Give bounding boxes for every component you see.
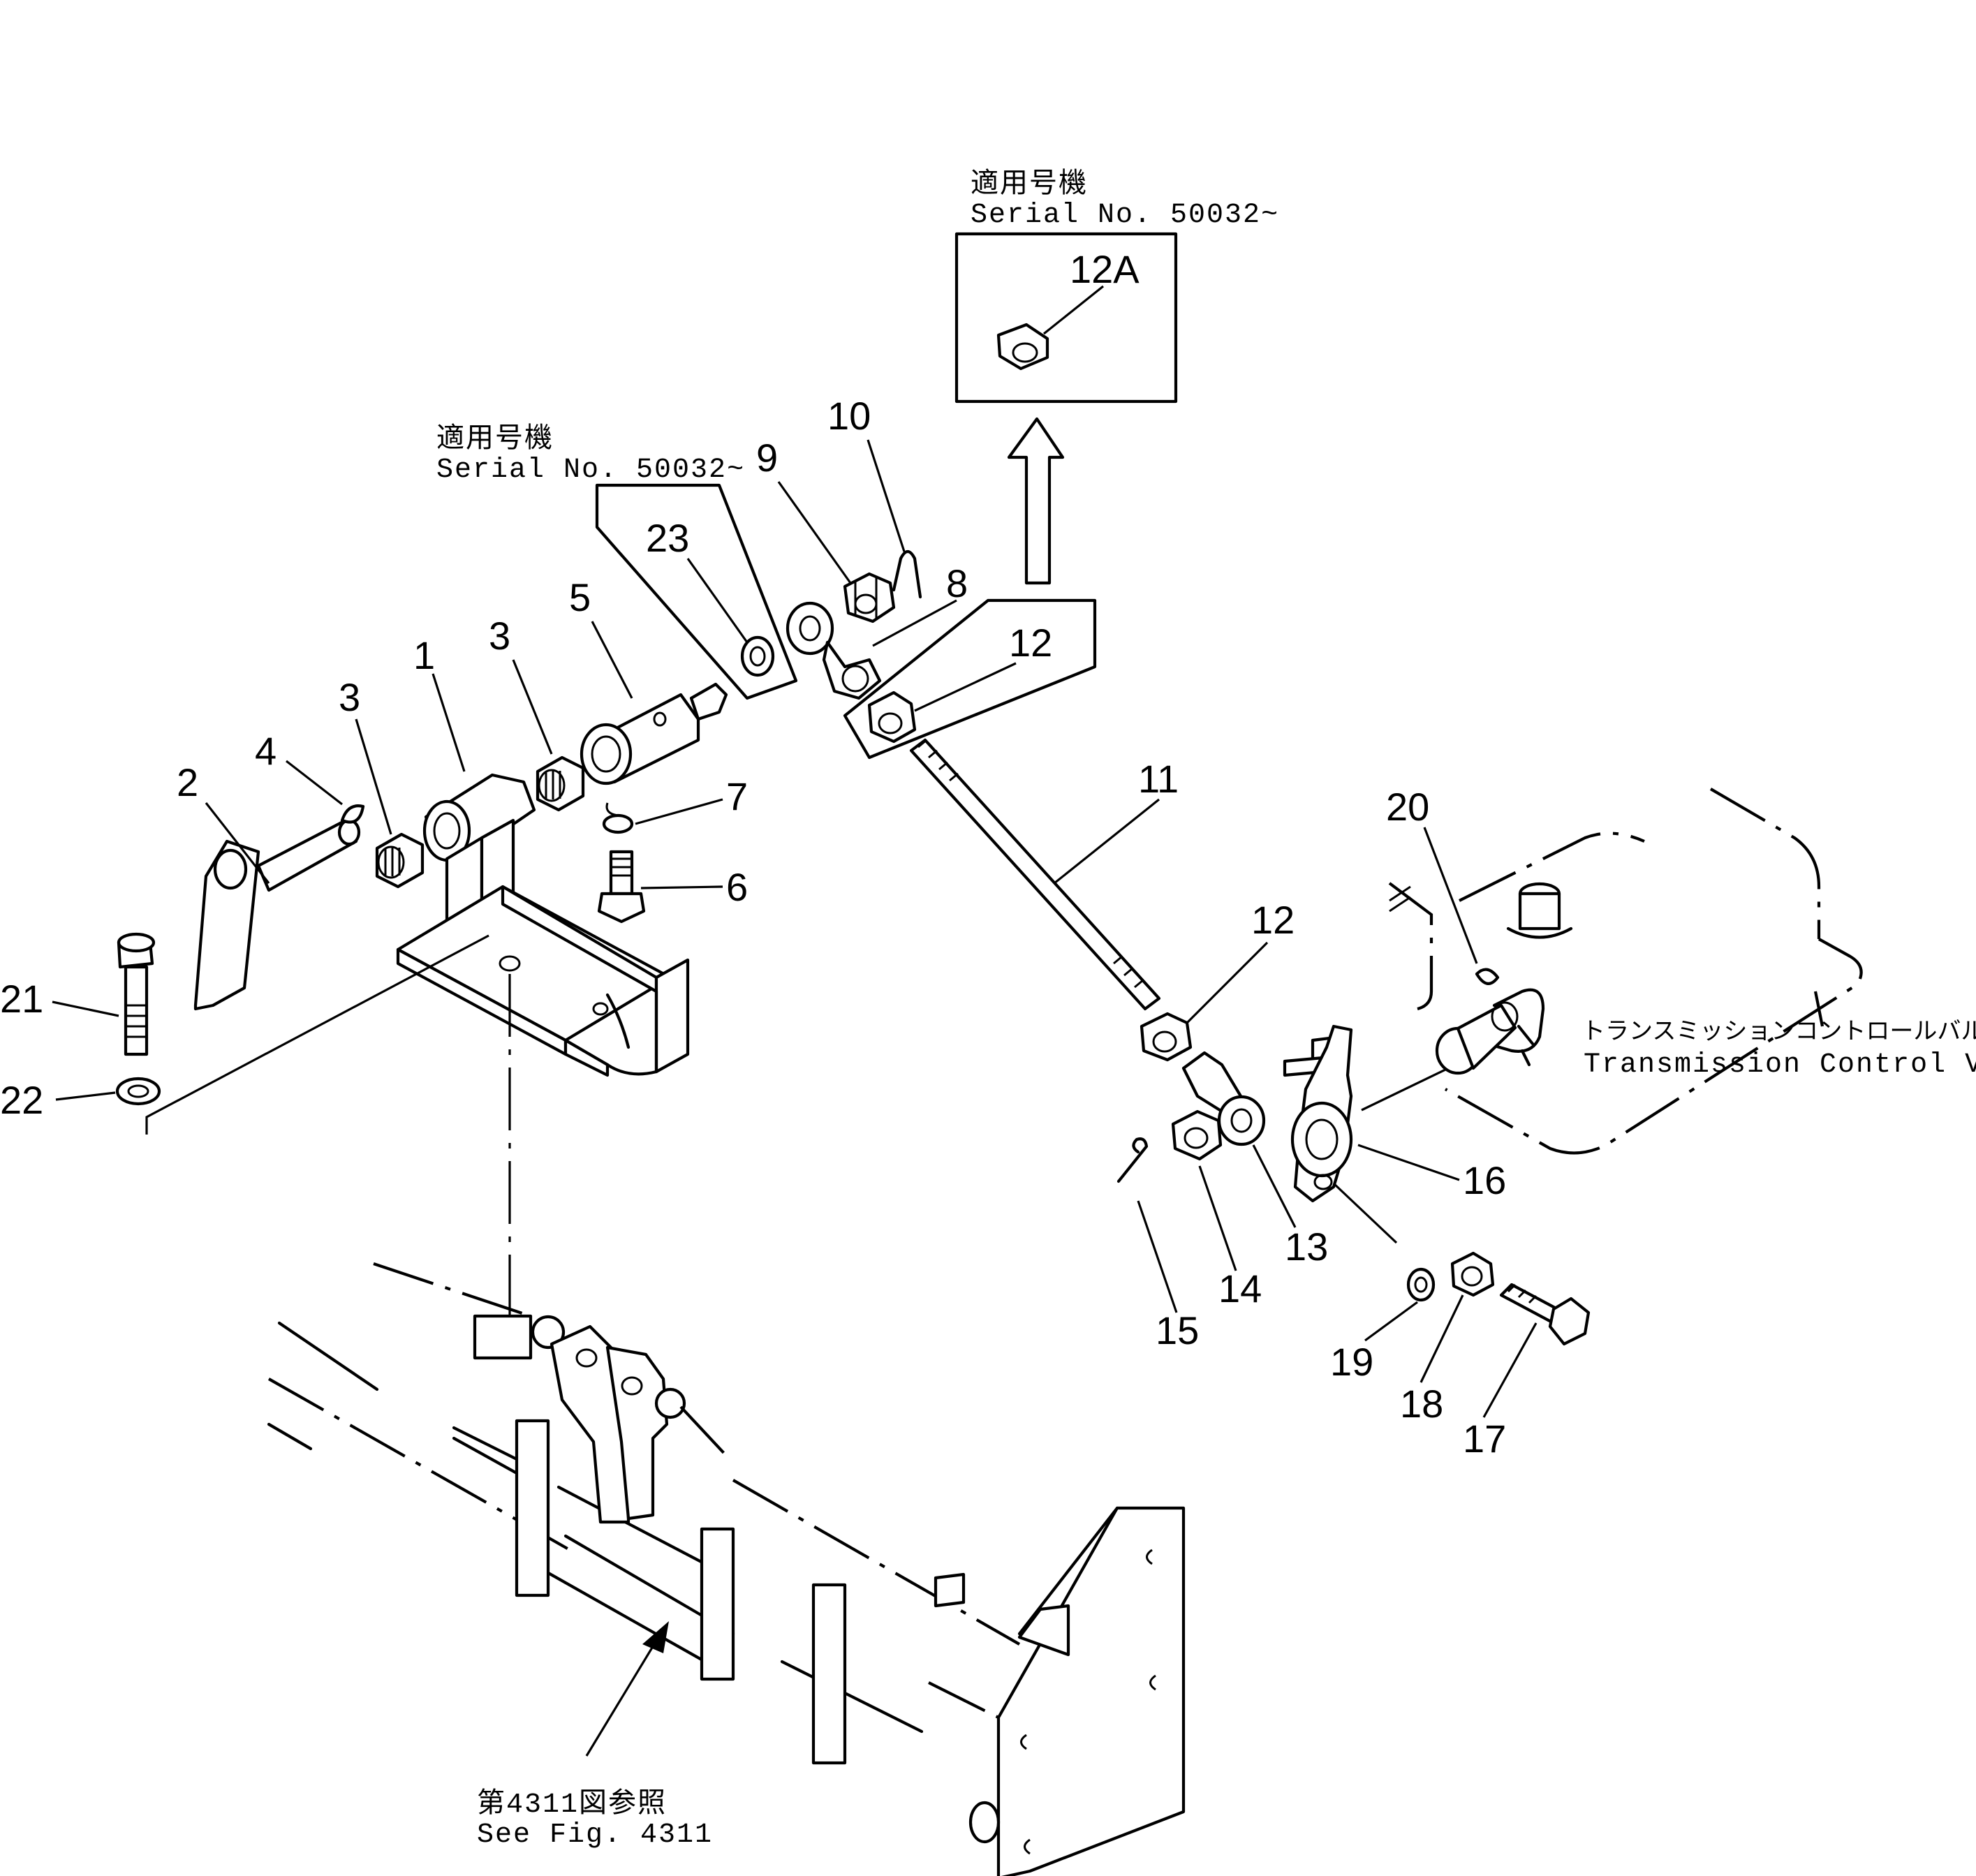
callout-18: 18 — [1400, 1382, 1443, 1426]
reference-arrow — [585, 1621, 669, 1757]
ref-note-en: See Fig. 4311 — [477, 1819, 713, 1851]
washer-7 — [602, 802, 634, 834]
rod-end-8 — [786, 601, 882, 700]
inset-top-note-en: Serial No. 50032~ — [971, 200, 1279, 231]
bushing-3-right — [536, 755, 585, 812]
nut-9 — [843, 572, 896, 623]
callout-14: 14 — [1218, 1266, 1262, 1310]
lever-16 — [1283, 1024, 1353, 1203]
callout-9: 9 — [756, 436, 778, 480]
transmission-control-valve — [1388, 788, 1863, 1155]
callout-2: 2 — [177, 760, 198, 804]
lower-frame — [267, 1262, 1186, 1876]
callout-3-right: 3 — [489, 614, 510, 658]
bracket-box-12-upper — [843, 598, 1097, 760]
inset-mid-note-jp: 適用号機 — [436, 422, 554, 456]
washer-19 — [1406, 1267, 1436, 1302]
callout-3-left: 3 — [339, 675, 360, 719]
callout-11: 11 — [1138, 757, 1179, 801]
callout-10: 10 — [827, 394, 871, 438]
callout-12-lower: 12 — [1251, 898, 1295, 942]
callout-7: 7 — [726, 774, 748, 818]
rod-end-13 — [1181, 1051, 1266, 1146]
nut-14 — [1171, 1109, 1223, 1161]
valve-label-jp: トランスミッションコントロールバルブ — [1581, 1018, 1976, 1047]
callout-6: 6 — [726, 865, 748, 909]
ref-note-jp: 第4311図参照 — [477, 1787, 667, 1821]
callout-5: 5 — [569, 575, 591, 619]
callout-19: 19 — [1330, 1340, 1373, 1384]
valve-label-en: Transmission Control Valve — [1584, 1049, 1976, 1081]
callout-8: 8 — [946, 561, 968, 605]
nut-18 — [1450, 1251, 1495, 1297]
pin-10 — [892, 549, 922, 599]
callout-17: 17 — [1463, 1417, 1506, 1461]
callout-1: 1 — [413, 633, 435, 677]
inset-top-note-jp: 適用号機 — [971, 168, 1088, 201]
key-4 — [340, 804, 365, 824]
pin-15 — [1116, 1137, 1149, 1183]
callout-15: 15 — [1156, 1308, 1199, 1352]
inset-box-12a: 適用号機 Serial No. 50032~ 12A — [954, 168, 1279, 404]
inset-top-frame — [954, 232, 1178, 404]
nut-12-upper — [867, 690, 917, 744]
bolt-21 — [117, 932, 156, 1056]
mounting-plate — [396, 885, 690, 1077]
inset-box-23: 適用号機 Serial No. 50032~ 23 — [436, 422, 798, 700]
inset-mid-note-en: Serial No. 50032~ — [436, 455, 745, 486]
bolt-6 — [597, 850, 646, 924]
washer-23 — [740, 635, 775, 677]
rod-11 — [909, 738, 1161, 1011]
shaft-2 — [193, 818, 361, 1011]
bolt-17 — [1499, 1283, 1591, 1346]
callout-12-upper: 12 — [1009, 621, 1052, 665]
callout-22: 22 — [0, 1078, 43, 1122]
valve-spool — [1435, 882, 1573, 1075]
callout-13: 13 — [1285, 1225, 1328, 1269]
callout-21: 21 — [0, 977, 43, 1021]
shaft-5 — [580, 682, 728, 785]
nut-12-lower — [1140, 1012, 1193, 1062]
arrow-up — [1007, 417, 1065, 585]
nut-12a — [996, 323, 1049, 371]
callout-4: 4 — [255, 729, 277, 773]
callout-12A: 12A — [1070, 247, 1140, 291]
callout-20: 20 — [1386, 785, 1429, 829]
key-20 — [1475, 968, 1500, 985]
callout-16: 16 — [1463, 1158, 1506, 1202]
bushing-3-left — [375, 832, 425, 889]
callout-23: 23 — [646, 516, 689, 560]
washer-22 — [115, 1077, 161, 1106]
